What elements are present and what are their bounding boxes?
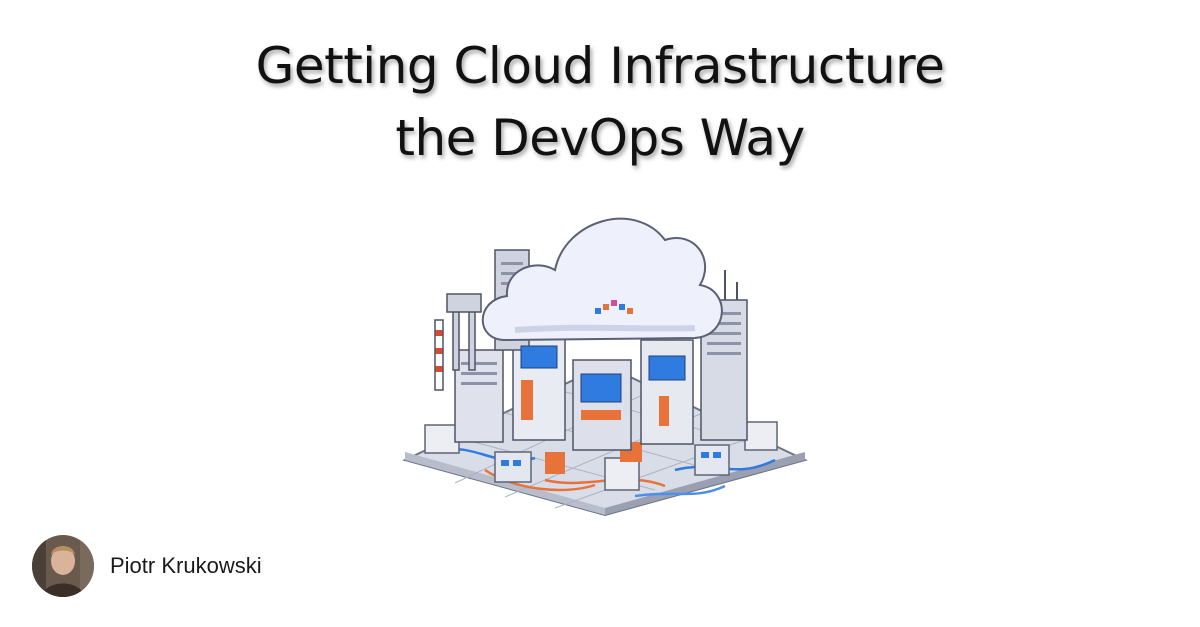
author-avatar-icon — [32, 535, 94, 597]
author-block: Piotr Krukowski — [32, 535, 262, 597]
author-name: Piotr Krukowski — [110, 553, 262, 578]
title-line-1: Getting Cloud Infrastructure — [255, 37, 945, 95]
cloud-datacenter-illustration — [395, 190, 815, 520]
title-line-2: the DevOps Way — [395, 109, 805, 167]
page-title: Getting Cloud Infrastructure the DevOps … — [0, 30, 1200, 174]
